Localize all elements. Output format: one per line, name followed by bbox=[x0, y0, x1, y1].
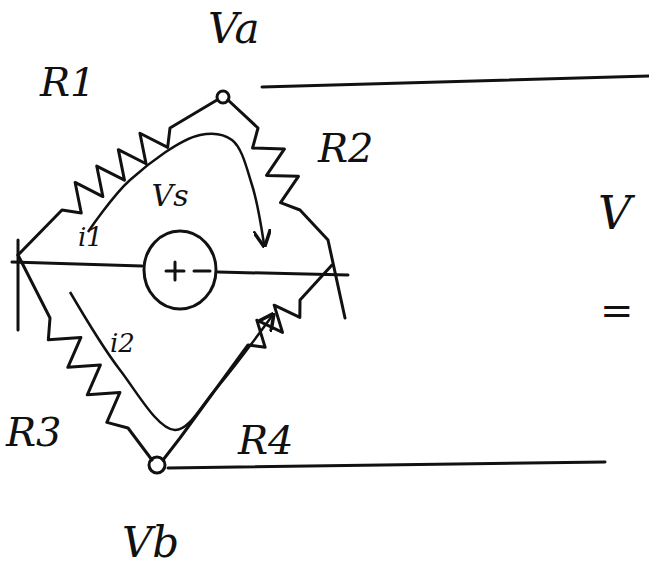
resistor-label: R1 bbox=[40, 62, 96, 102]
polarity-mark bbox=[166, 270, 184, 273]
node-voltage: Vb bbox=[122, 522, 179, 564]
resistor-symbol bbox=[163, 265, 332, 460]
polarity-mark bbox=[194, 270, 210, 273]
voltage-source: Vs bbox=[142, 229, 218, 311]
output-wire bbox=[262, 76, 649, 87]
output-wire bbox=[168, 462, 605, 468]
node-wire bbox=[17, 240, 20, 330]
equals-sign: = bbox=[600, 290, 634, 330]
node-voltage: Va bbox=[208, 8, 260, 50]
current-arrow bbox=[88, 134, 264, 244]
output-voltage: V bbox=[598, 190, 631, 236]
source-circle bbox=[142, 229, 218, 311]
source-wire bbox=[218, 272, 348, 275]
source-label: Vs bbox=[151, 181, 188, 211]
source-wire bbox=[12, 262, 142, 266]
current-label: i1 bbox=[78, 224, 103, 250]
resistor-label: R3 bbox=[6, 412, 62, 452]
resistor-label: R2 bbox=[318, 128, 374, 168]
current-label: i2 bbox=[110, 330, 135, 356]
resistor-label: R4 bbox=[238, 420, 294, 460]
current-arrow bbox=[70, 292, 272, 430]
